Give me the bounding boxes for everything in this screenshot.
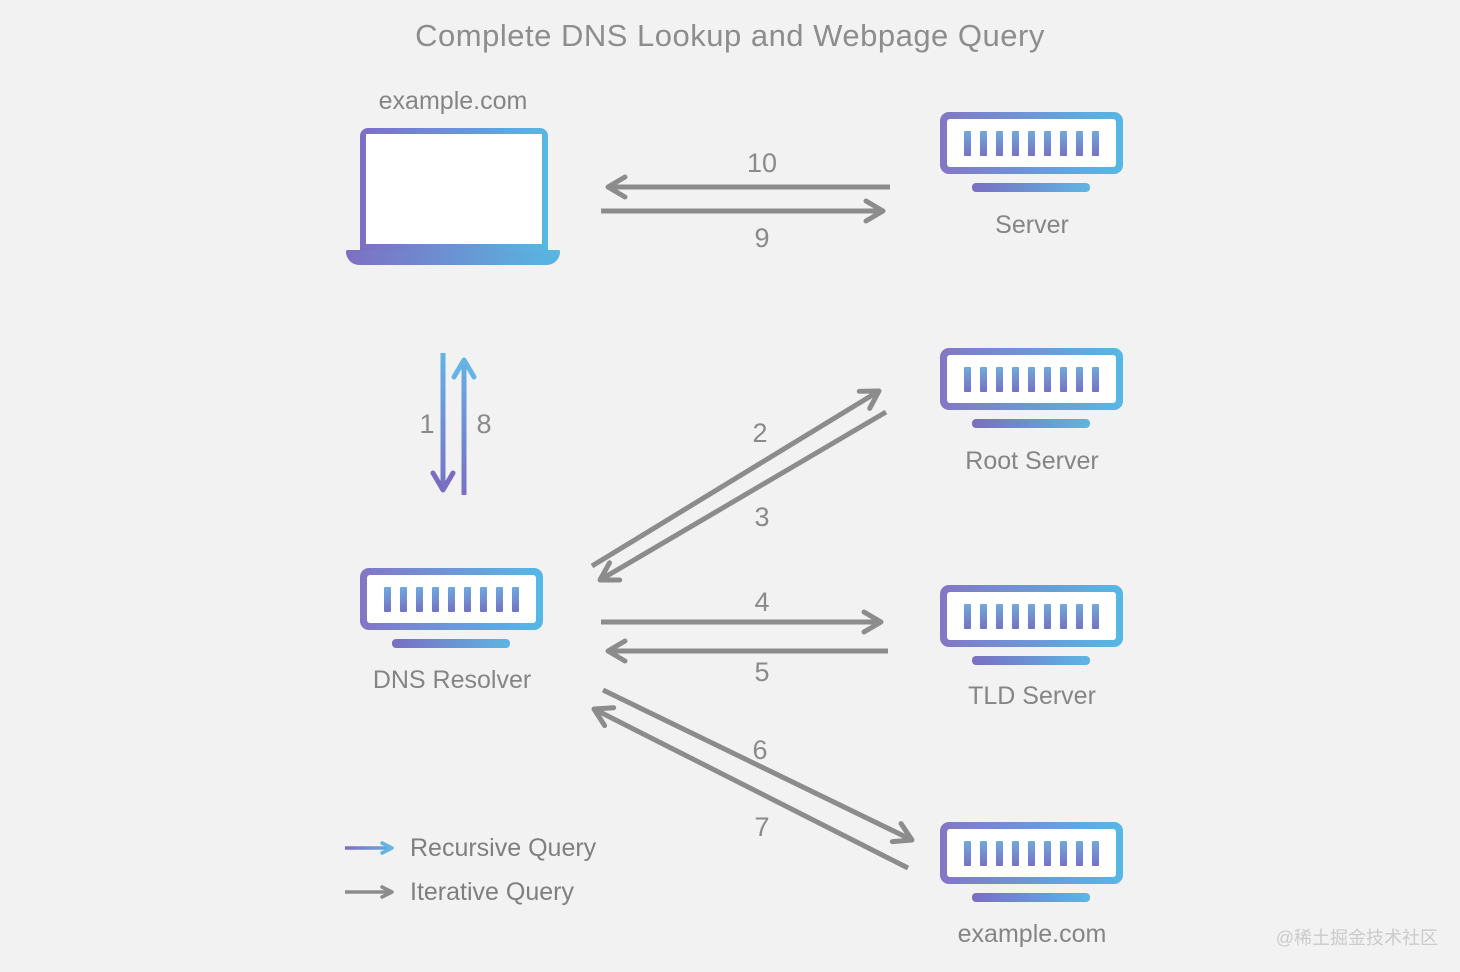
server-icon	[940, 112, 1123, 174]
vent-bar	[496, 586, 503, 612]
server-stand	[972, 419, 1090, 428]
vent-bar	[1076, 603, 1083, 629]
watermark: @稀土掘金技术社区	[1275, 928, 1438, 948]
server-icon	[940, 585, 1123, 647]
vent-bar	[964, 130, 971, 156]
server-icon	[940, 348, 1123, 410]
vent-bar	[1076, 130, 1083, 156]
step-number-1: 1	[419, 409, 435, 439]
vent-bar	[1028, 130, 1035, 156]
vent-bar	[1076, 366, 1083, 392]
server-icon	[940, 822, 1123, 884]
vent-bar	[964, 603, 971, 629]
vent-bar	[384, 586, 391, 612]
vent-bar	[1060, 840, 1067, 866]
vent-bar	[1012, 603, 1019, 629]
step-number-7: 7	[754, 812, 770, 842]
vent-bar	[1044, 130, 1051, 156]
root-server-label: Root Server	[965, 447, 1099, 475]
server-vents	[947, 592, 1116, 640]
step-number-6: 6	[752, 735, 768, 765]
vent-bar	[1060, 366, 1067, 392]
vent-bar	[996, 366, 1003, 392]
vent-bar	[1044, 366, 1051, 392]
server-stand	[392, 639, 510, 648]
vent-bar	[980, 130, 987, 156]
vent-bar	[1028, 840, 1035, 866]
vent-bar	[1092, 366, 1099, 392]
vent-bar	[1044, 840, 1051, 866]
vent-bar	[400, 586, 407, 612]
vent-bar	[1028, 603, 1035, 629]
legend-iterative-label: Iterative Query	[410, 878, 574, 906]
laptop-icon	[360, 128, 548, 250]
server-stand	[972, 656, 1090, 665]
diagram-title: Complete DNS Lookup and Webpage Query	[415, 18, 1045, 53]
server-stand	[972, 183, 1090, 192]
vent-bar	[980, 840, 987, 866]
tld-server-label: TLD Server	[968, 682, 1096, 710]
legend-recursive-label: Recursive Query	[410, 834, 597, 862]
vent-bar	[964, 366, 971, 392]
web-server-label: Server	[995, 211, 1069, 239]
vent-bar	[1076, 840, 1083, 866]
vent-bar	[996, 130, 1003, 156]
step-number-10: 10	[746, 148, 778, 178]
step-number-8: 8	[476, 409, 492, 439]
server-vents	[947, 829, 1116, 877]
server-stand	[972, 893, 1090, 902]
vent-bar	[1044, 603, 1051, 629]
arrow-step-7-iterative	[591, 705, 910, 871]
server-vents	[367, 575, 536, 623]
vent-bar	[996, 840, 1003, 866]
vent-bar	[432, 586, 439, 612]
server-vents	[947, 355, 1116, 403]
client-label: example.com	[378, 87, 528, 115]
vent-bar	[1028, 366, 1035, 392]
step-number-2: 2	[752, 418, 768, 448]
vent-bar	[980, 366, 987, 392]
vent-bar	[1012, 130, 1019, 156]
vent-bar	[1060, 603, 1067, 629]
vent-bar	[996, 603, 1003, 629]
step-number-9: 9	[754, 223, 770, 253]
vent-bar	[980, 603, 987, 629]
vent-bar	[1012, 840, 1019, 866]
step-number-3: 3	[754, 502, 770, 532]
vent-bar	[480, 586, 487, 612]
vent-bar	[1092, 603, 1099, 629]
laptop-screen	[366, 134, 542, 244]
vent-bar	[448, 586, 455, 612]
authoritative-server-label: example.com	[957, 920, 1107, 948]
server-icon	[360, 568, 543, 630]
laptop-base	[346, 250, 560, 265]
vent-bar	[964, 840, 971, 866]
dns-resolver-label: DNS Resolver	[372, 666, 532, 694]
vent-bar	[1092, 840, 1099, 866]
vent-bar	[1060, 130, 1067, 156]
vent-bar	[464, 586, 471, 612]
vent-bar	[1012, 366, 1019, 392]
arrow-step-2-iterative	[590, 388, 882, 569]
vent-bar	[512, 586, 519, 612]
step-number-4: 4	[754, 587, 770, 617]
server-vents	[947, 119, 1116, 167]
vent-bar	[1092, 130, 1099, 156]
vent-bar	[416, 586, 423, 612]
step-number-5: 5	[754, 657, 770, 687]
